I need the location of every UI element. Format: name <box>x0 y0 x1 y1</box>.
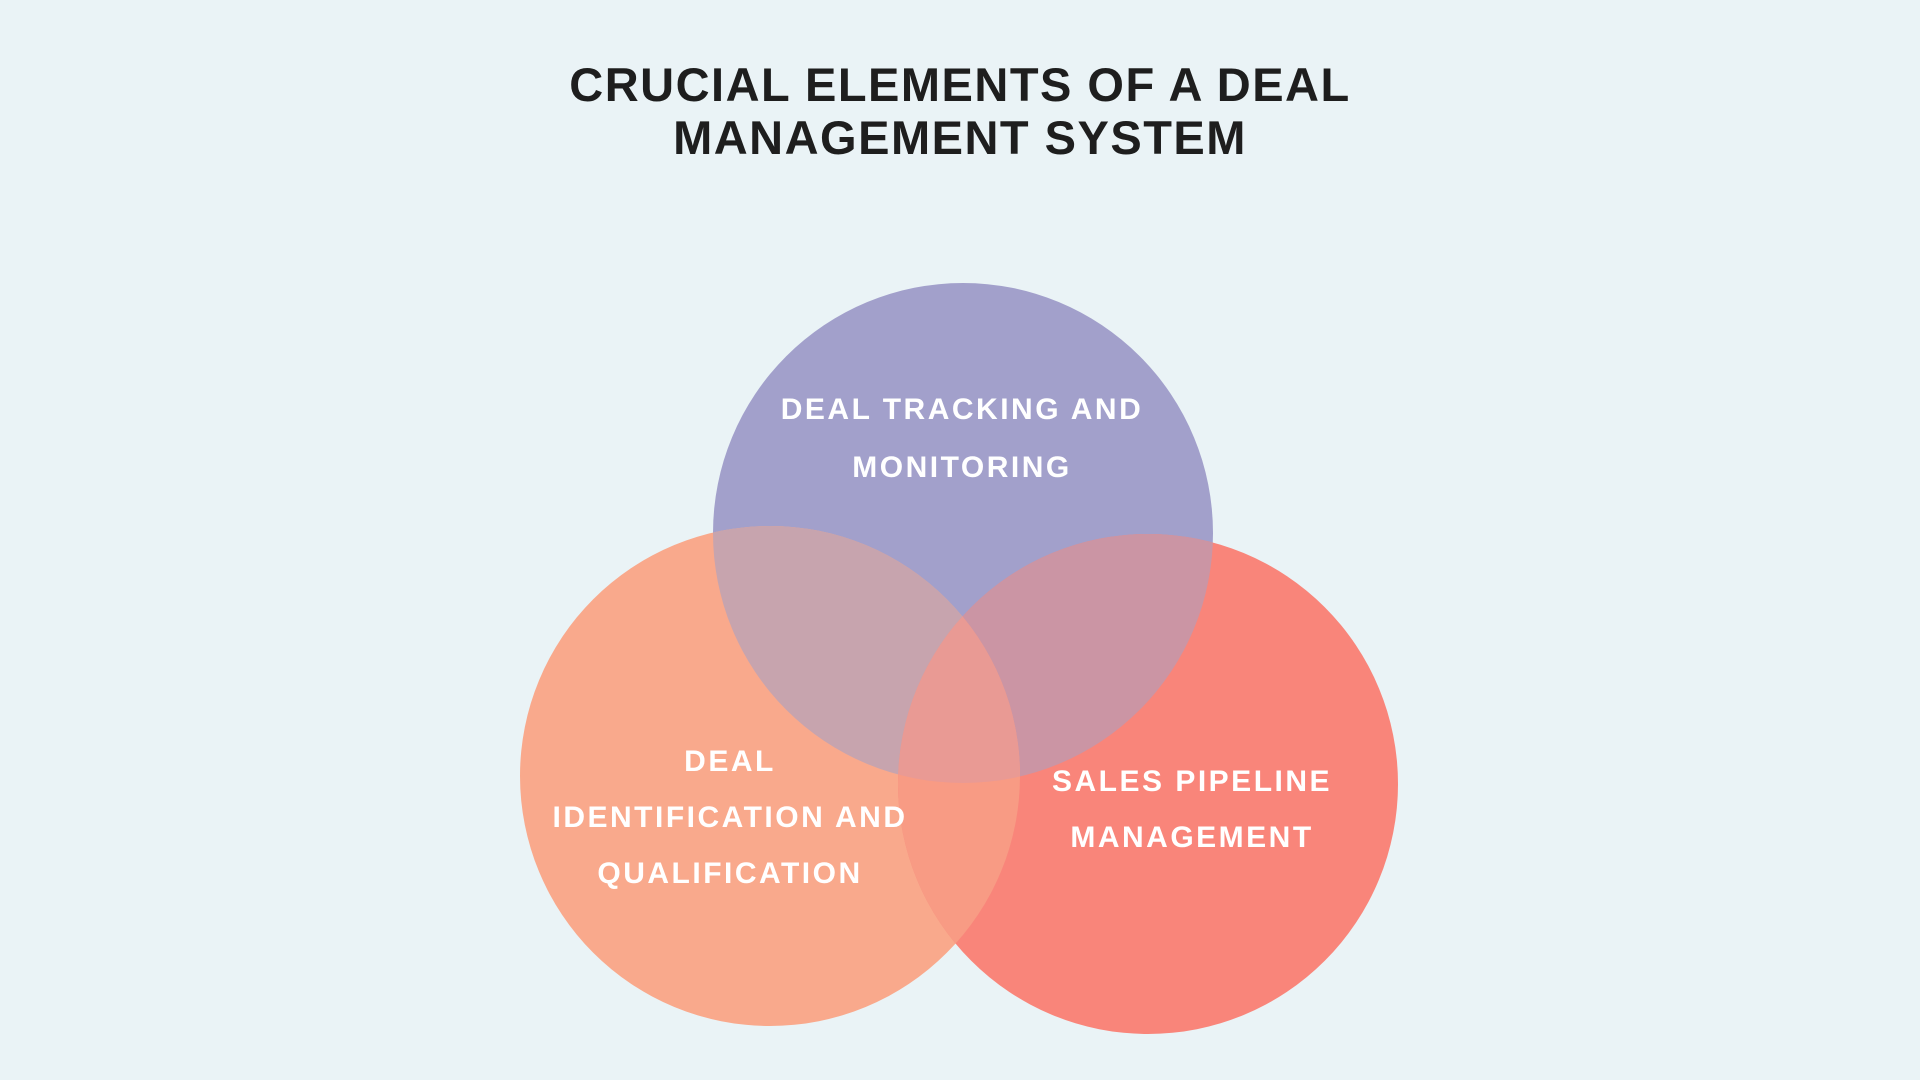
venn-label-deal-tracking: DEAL TRACKING AND MONITORING <box>781 381 1144 497</box>
venn-label-sales-pipeline: SALES PIPELINE MANAGEMENT <box>1052 754 1332 866</box>
venn-label-line: QUALIFICATION <box>597 857 863 890</box>
venn-label-line: IDENTIFICATION AND <box>552 801 908 834</box>
venn-label-line: DEAL <box>684 745 776 778</box>
venn-label-line: MANAGEMENT <box>1070 821 1314 854</box>
page-title-line-2: MANAGEMENT SYSTEM <box>673 111 1247 164</box>
overlap-tracking-pipeline <box>898 534 1213 783</box>
venn-label-line: DEAL TRACKING AND <box>780 393 1144 426</box>
page-title-line-1: CRUCIAL ELEMENTS OF A DEAL <box>569 58 1351 111</box>
venn-label-line: SALES PIPELINE <box>1051 765 1333 798</box>
page-title: CRUCIAL ELEMENTS OF A DEAL MANAGEMENT SY… <box>0 58 1920 164</box>
venn-label-line: MONITORING <box>852 451 1072 484</box>
venn-label-deal-identification: DEAL IDENTIFICATION AND QUALIFICATION <box>553 734 908 902</box>
